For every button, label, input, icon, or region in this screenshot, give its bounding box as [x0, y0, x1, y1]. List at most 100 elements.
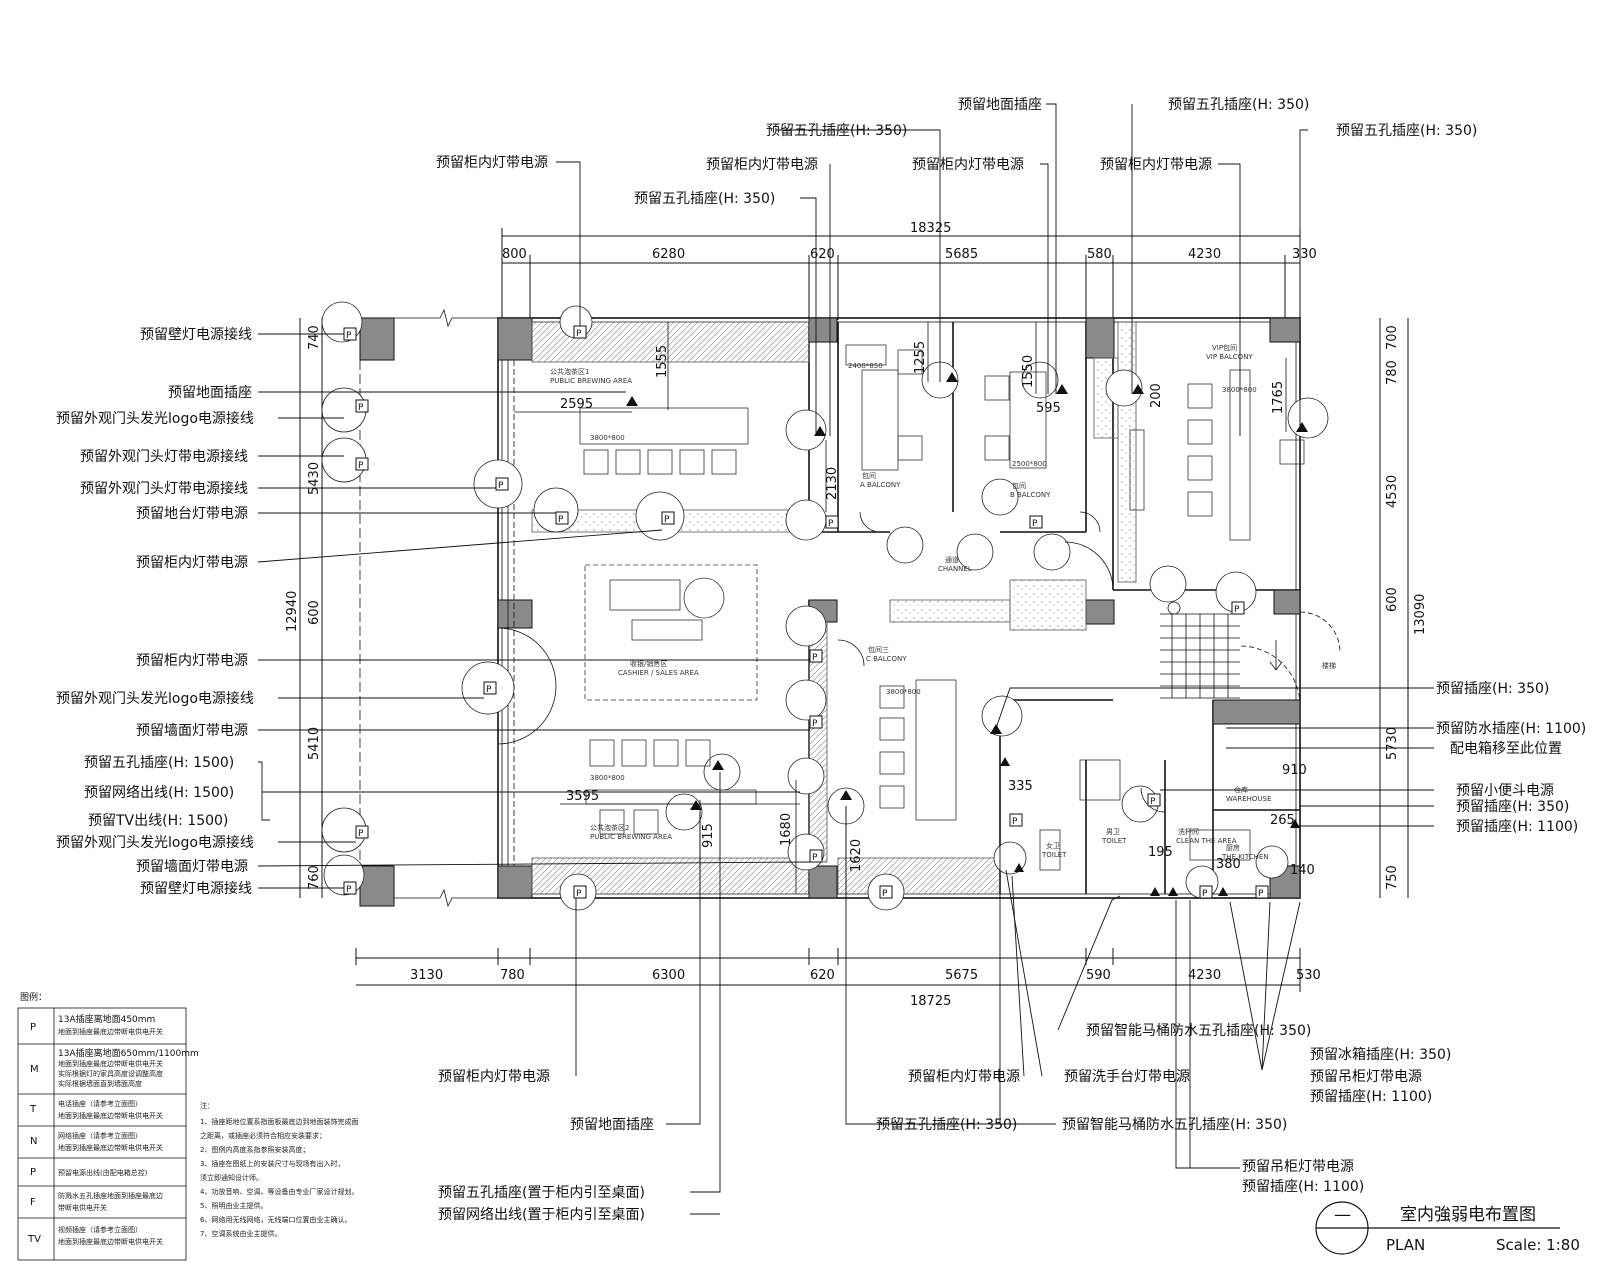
inner-dim-labels: 1555 2595 1255 1550 595 200 1765 2130 35… [560, 341, 1315, 878]
dim-top-seg: 620 [810, 247, 835, 262]
room-name-en: A BALCONY [860, 481, 901, 489]
room-name-en: VIP BALCONY [1206, 353, 1253, 361]
dim-right-seg: 700 [1385, 325, 1400, 350]
title-block: — 室内強弱电布置图 PLAN Scale: 1:80 [1315, 1201, 1580, 1255]
annotation-label: 预留柜内灯带电源 [436, 155, 548, 171]
annotation-label: 预留TV出线(H: 1500) [88, 813, 228, 829]
annotation-label: 预留柜内灯带电源 [438, 1069, 550, 1085]
room-names: 公共泡茶区1 PUBLIC BREWING AREA 3800*800 收银/销… [550, 343, 1336, 861]
svg-text:P: P [558, 515, 564, 525]
room-name-en: B BALCONY [1010, 491, 1051, 499]
annotation-label: 预留插座(H: 1100) [1310, 1089, 1432, 1105]
dim-bottom-seg: 590 [1086, 968, 1111, 983]
furniture [579, 344, 1305, 871]
drawing-number: — [1334, 1205, 1351, 1225]
legend-text: 13A插座离地面650mm/1100mm [58, 1047, 199, 1059]
inner-dim: 265 [1270, 813, 1295, 828]
note-line: 5、照明由业主提供。 [200, 1201, 267, 1210]
annotations-top: 预留柜内灯带电源 预留五孔插座(H: 350) 预留五孔插座(H: 350) 预… [436, 97, 1477, 207]
columns [359, 317, 1301, 907]
dim-right-segments: 700 780 4530 600 5730 750 13090 [1385, 325, 1428, 890]
annotation-label: 预留小便斗电源 [1456, 783, 1554, 799]
inner-dim: 200 [1149, 383, 1164, 408]
legend-text: 带断电供电开关 [58, 1203, 107, 1212]
drawing-title: 室内強弱电布置图 [1400, 1205, 1536, 1225]
annotations-right: 预留插座(H: 350) 预留防水插座(H: 1100) 配电箱移至此位置 预留… [1436, 681, 1586, 835]
svg-text:P: P [1202, 889, 1208, 899]
legend-text: 视频插座（请参考立面图） [58, 1225, 142, 1234]
table-size: 2500*800 [1012, 460, 1047, 468]
room-name-en: PUBLIC BREWING AREA [550, 377, 632, 385]
svg-text:P: P [1150, 797, 1156, 807]
leader-lines [257, 103, 1434, 1215]
room-name-en: THE KITCHEN [1221, 853, 1269, 861]
annotations-left: 预留壁灯电源接线 预留地面插座 预留外观门头发光logo电源接线 预留外观门头灯… [56, 326, 254, 897]
svg-text:P: P [1258, 889, 1264, 899]
inner-dim: 1555 [655, 345, 670, 378]
legend-text: 地面到插座最底边带断电供电开关 [58, 1143, 163, 1152]
inner-dim: 2130 [825, 467, 840, 500]
dim-bottom-seg: 4230 [1188, 968, 1221, 983]
annotation-label: 预留网络出线(置于柜内引至桌面) [438, 1207, 645, 1223]
dim-left-seg: 600 [307, 600, 322, 625]
note-line: 6、网络用无线网络，无线端口位置由业主确认。 [200, 1215, 351, 1224]
room-name: 收银/销售区 [630, 659, 667, 668]
dim-right-seg: 780 [1385, 360, 1400, 385]
annotation-label: 预留插座(H: 1100) [1456, 819, 1578, 835]
svg-text:P: P [358, 829, 364, 839]
inner-dim: 1255 [913, 341, 928, 374]
dim-right-seg: 600 [1385, 587, 1400, 612]
dim-bottom-seg: 620 [810, 968, 835, 983]
dim-top-seg: 4230 [1188, 247, 1221, 262]
dim-top-seg: 330 [1292, 247, 1317, 262]
annotation-label: 预留外观门头发光logo电源接线 [56, 410, 254, 427]
room-name-en: WAREHOUSE [1226, 795, 1271, 803]
inner-dim: 595 [1036, 401, 1061, 416]
table-size: 3800*800 [1222, 386, 1257, 394]
inner-dim: 380 [1216, 857, 1241, 872]
legend-text: 13A插座离地面450mm [58, 1013, 155, 1025]
table-size: 2400*850 [848, 362, 883, 370]
dim-top-seg: 5685 [945, 247, 978, 262]
legend-title: 图例： [20, 991, 47, 1003]
svg-text:P: P [1032, 519, 1038, 529]
legend: 图例： P M T N P F TV 13A插座离地面450mm 地面到插座最底… [17, 991, 199, 1261]
annotation-label: 预留墙面灯带电源 [136, 723, 248, 739]
table-size: 3800*800 [590, 434, 625, 442]
svg-text:P: P [828, 519, 834, 529]
room-name: 通道 [945, 555, 959, 564]
annotation-label: 预留智能马桶防水五孔插座(H: 350) [1086, 1023, 1311, 1039]
legend-text: 预留电源出线(由配电箱总控) [58, 1168, 148, 1177]
dim-left-seg: 5430 [307, 462, 322, 495]
dim-right-seg: 750 [1385, 865, 1400, 890]
dim-bottom-seg: 5675 [945, 968, 978, 983]
annotation-label: 预留地面插座 [570, 1117, 654, 1133]
legend-symbol: TV [27, 1234, 41, 1245]
notes-head: 注： [200, 1101, 214, 1110]
annotation-label: 预留壁灯电源接线 [140, 326, 252, 343]
note-line: 3、插座在图纸上的安装尺寸与现场有出入时， [200, 1159, 344, 1168]
dim-top-seg: 580 [1087, 247, 1112, 262]
dim-bottom-seg: 530 [1296, 968, 1321, 983]
legend-text: 电话插座（请参考立面图） [58, 1099, 142, 1108]
annotation-label: 预留柜内灯带电源 [908, 1069, 1020, 1085]
room-name: 厨房 [1226, 843, 1240, 852]
legend-symbol: P [30, 1022, 36, 1033]
svg-text:P: P [498, 481, 504, 491]
svg-text:P: P [1234, 605, 1240, 615]
annotation-label: 预留防水插座(H: 1100) [1436, 721, 1586, 737]
legend-text: 防溅水五孔插座地面到插座最底边 [58, 1191, 163, 1200]
inner-dim: 140 [1290, 863, 1315, 878]
inner-dim: 915 [701, 823, 716, 848]
room-name: 包间 [862, 471, 876, 480]
note-line: 须立即通知设计师。 [200, 1173, 263, 1182]
annotation-label: 预留柜内灯带电源 [136, 653, 248, 669]
legend-symbol: P [30, 1167, 36, 1178]
annotation-label: 预留地台灯带电源 [136, 506, 248, 522]
annotation-label: 预留五孔插座(H: 350) [1168, 97, 1309, 113]
room-name-en: TOILET [1101, 837, 1127, 845]
legend-text: 地面到插座最底边带断电供电开关 [58, 1111, 163, 1120]
dim-left-seg: 5410 [307, 727, 322, 760]
legend-text: 网络插座（请参考立面图） [58, 1131, 142, 1140]
